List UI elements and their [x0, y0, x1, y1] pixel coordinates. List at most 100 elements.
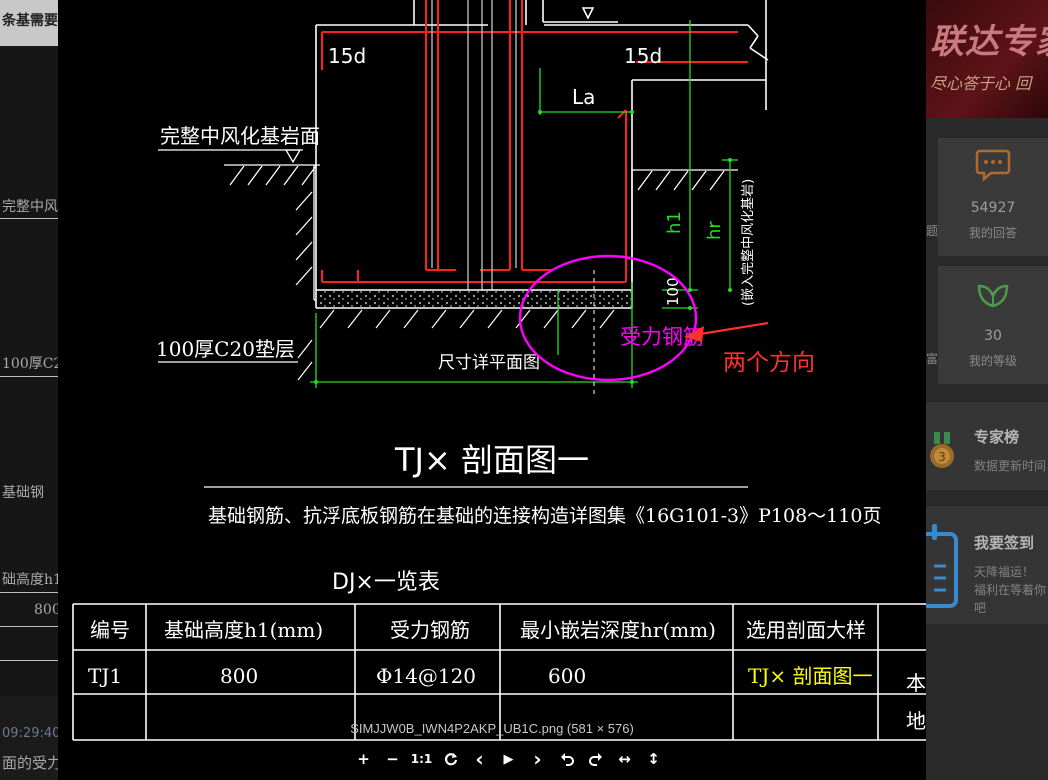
signin-text-3: 吧	[974, 601, 987, 615]
cushion-layer	[317, 291, 631, 307]
divider	[0, 218, 58, 219]
lap-length-label: 15d	[328, 44, 366, 68]
my-answers-card[interactable]: 54927 我的回答	[938, 138, 1048, 256]
expert-banner: 联达专家 尽心答于心 回	[926, 0, 1048, 118]
zoom-in-button[interactable]: +	[349, 746, 378, 772]
signin-title: 我要签到	[974, 534, 1035, 552]
bg-drawing-text: 100厚C20垫	[2, 356, 58, 372]
background-page-left: 条基需要 完整中风化基岩 100厚C20垫 基础钢 础高度h1(r 800 09…	[0, 0, 58, 780]
play-icon: ▶	[503, 751, 514, 767]
answer-time: 09:29:40	[2, 726, 58, 741]
table-cell: TJ1	[88, 664, 122, 688]
bg-drawing-text: 基础钢	[2, 485, 44, 501]
h1-label: h1	[664, 211, 685, 234]
flip-horizontal-button[interactable]: ↔	[610, 746, 639, 772]
cushion-label: 100厚C20垫层	[156, 337, 295, 361]
ground-hatch-left	[158, 149, 320, 301]
stat-stub: 富	[926, 352, 939, 366]
table-cell: 地	[906, 709, 926, 733]
bg-drawing-text: 完整中风化基岩	[2, 199, 58, 215]
cover-label: 100	[664, 277, 682, 306]
flip-horizontal-icon: ↔	[618, 750, 631, 768]
table-cell: TJ× 剖面图一	[748, 664, 872, 688]
table-header: 基础高度h1(mm)	[164, 618, 323, 642]
lap-length-label: 15d	[624, 44, 662, 68]
annotation-text: 两个方向	[723, 350, 815, 376]
reset-button[interactable]	[436, 746, 465, 772]
answers-count: 54927	[970, 200, 1016, 216]
anchor-length-label: La	[572, 85, 595, 109]
cad-drawing: 15d 15d La 完整中风化基岩面 100厚C20垫层 尺寸详平面图 h1 …	[72, 0, 926, 741]
flip-vertical-icon: ↕	[647, 750, 660, 768]
flip-vertical-button[interactable]: ↕	[639, 746, 668, 772]
table-header: 编号	[90, 618, 130, 642]
zoom-out-button[interactable]: −	[378, 746, 407, 772]
expert-rank-text: 数据更新时间	[974, 459, 1047, 473]
rotate-right-icon	[588, 753, 602, 766]
centre-lines	[431, 0, 517, 290]
plan-ref-label: 尺寸详平面图	[438, 353, 540, 373]
image-viewer[interactable]: 15d 15d La 完整中风化基岩面 100厚C20垫层 尺寸详平面图 h1 …	[58, 0, 926, 780]
foundation-outline	[315, 0, 769, 309]
hr-label: hr	[704, 221, 725, 240]
background-page-right: 联达专家 尽心答于心 回 题 54927 我的回答 富 30 我的等级 3	[926, 0, 1048, 780]
banner-title: 联达专家	[930, 22, 1048, 62]
schedule-table	[72, 603, 926, 741]
play-button[interactable]: ▶	[494, 746, 523, 772]
bg-drawing-text: 800	[34, 602, 58, 618]
bg-drawing-text: 础高度h1(r	[2, 572, 58, 588]
svg-text:3: 3	[938, 450, 946, 464]
signin-text-1: 天降福运！	[974, 565, 1035, 579]
table-cell: 800	[220, 664, 258, 688]
dimension-ticks	[314, 110, 732, 384]
medal-icon: 3	[930, 432, 954, 468]
table-header: 受力钢筋	[390, 618, 470, 642]
section-note: 基础钢筋、抗浮底板钢筋在基础的连接构造详图集《16G101-3》P108～110…	[208, 505, 881, 527]
image-caption: SIMJJW0B_IWN4P2AKP_UB1C.png (581 × 576)	[350, 721, 634, 736]
viewer-toolbar: + − 1:1 ‹ ▶ › ↔ ↕	[349, 746, 668, 772]
table-cell: 600	[548, 664, 586, 688]
base-hatch	[297, 309, 615, 381]
embed-note: (嵌入完整中风化基岩)	[741, 179, 756, 306]
actual-size-icon: 1:1	[410, 752, 433, 766]
previous-button[interactable]: ‹	[465, 746, 494, 772]
answer-footer: 09:29:40 面的受力	[0, 696, 58, 780]
chevron-left-icon: ‹	[475, 747, 484, 771]
zoom-in-icon: +	[357, 750, 370, 768]
level-label: 我的等级	[968, 354, 1017, 368]
chevron-right-icon: ›	[533, 747, 542, 771]
rebar-lines	[321, 0, 748, 283]
next-button[interactable]: ›	[523, 746, 552, 772]
divider	[0, 376, 58, 377]
divider	[0, 660, 58, 661]
table-title: DJ×一览表	[332, 570, 440, 595]
actual-size-button[interactable]: 1:1	[407, 746, 436, 772]
calendar-icon	[926, 524, 958, 608]
leaf-icon	[977, 284, 1009, 308]
expert-rank-panel[interactable]: 3 专家榜 数据更新时间	[926, 402, 1048, 490]
level-value: 30	[984, 328, 1002, 344]
page-tab-title: 条基需要	[0, 0, 58, 46]
rotate-left-button[interactable]	[552, 746, 581, 772]
expert-rank-title: 专家榜	[974, 428, 1020, 446]
answers-label: 我的回答	[968, 226, 1017, 240]
rock-surface-label: 完整中风化基岩面	[160, 124, 320, 148]
banner-slogan: 尽心答于心 回	[930, 74, 1032, 93]
section-title: TJ× 剖面图一	[394, 441, 589, 479]
rotate-right-button[interactable]	[581, 746, 610, 772]
signin-text-2: 福利在等着你	[974, 583, 1047, 597]
answer-snippet: 面的受力	[2, 754, 58, 772]
refresh-icon	[444, 753, 457, 766]
table-header: 最小嵌岩深度hr(mm)	[520, 618, 716, 642]
divider	[0, 592, 58, 593]
highlight-ellipse	[518, 254, 698, 382]
table-header: 选用剖面大样	[746, 618, 866, 642]
my-level-card[interactable]: 30 我的等级	[938, 266, 1048, 384]
table-cell: Φ14@120	[376, 664, 476, 688]
chat-bubble-icon	[975, 149, 1011, 182]
signin-panel[interactable]: 我要签到 天降福运！ 福利在等着你 吧	[926, 506, 1048, 624]
rotate-left-icon	[560, 753, 574, 766]
annotation-arrowhead	[684, 326, 704, 342]
zoom-out-icon: −	[386, 750, 399, 768]
table-cell: 本	[906, 671, 926, 695]
